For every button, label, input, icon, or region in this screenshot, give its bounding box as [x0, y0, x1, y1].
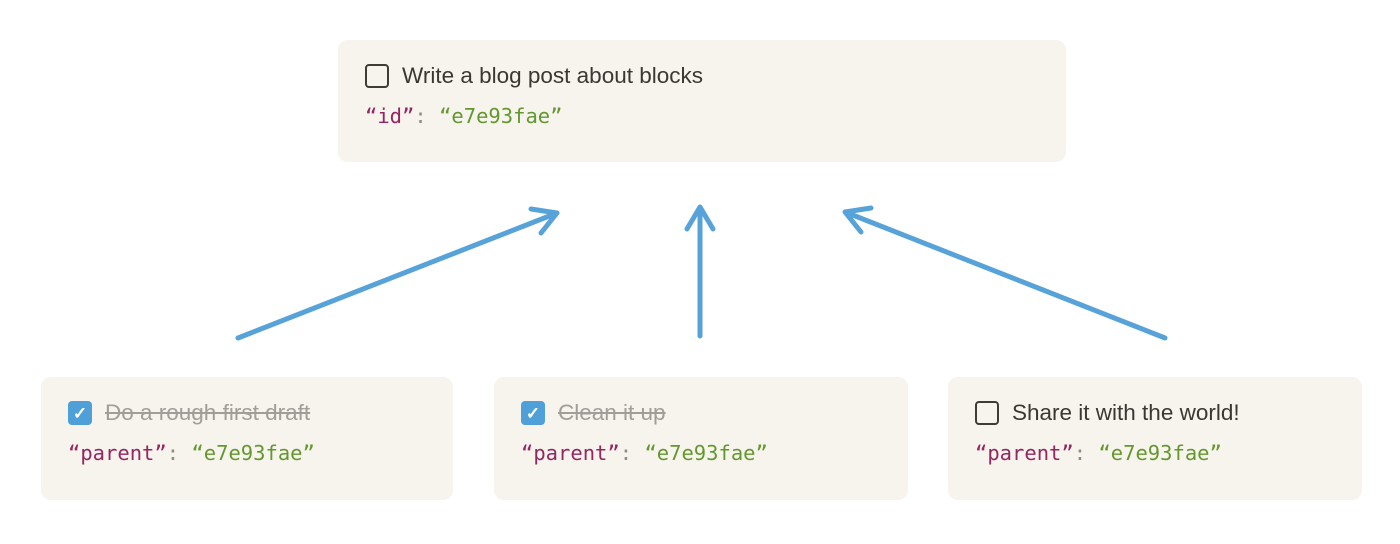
arrow-child2-to-parent — [684, 204, 716, 339]
checkbox-unchecked-icon[interactable] — [975, 401, 999, 425]
task-row: Share it with the world! — [975, 398, 1335, 428]
task-row: ✓ Do a rough first draft — [68, 398, 426, 428]
task-label: Clean it up — [558, 400, 666, 425]
code-value: “e7e93fae” — [1098, 441, 1222, 465]
block-code-line: “parent”: “e7e93fae” — [975, 441, 1335, 467]
code-separator: : — [619, 441, 645, 465]
code-key: “parent” — [521, 441, 620, 465]
task-card-parent: Write a blog post about blocks “id”: “e7… — [338, 40, 1066, 162]
checkbox-unchecked-icon[interactable] — [365, 64, 389, 88]
code-value: “e7e93fae” — [191, 441, 315, 465]
task-label: Do a rough first draft — [105, 400, 311, 425]
arrow-child3-to-parent — [842, 205, 1168, 341]
task-card-child-1: ✓ Do a rough first draft “parent”: “e7e9… — [41, 377, 453, 500]
block-code-line: “parent”: “e7e93fae” — [521, 441, 881, 467]
code-value: “e7e93fae” — [439, 104, 563, 128]
code-key: “parent” — [68, 441, 167, 465]
arrow-child1-to-parent — [235, 206, 560, 341]
code-separator: : — [414, 104, 440, 128]
task-label: Share it with the world! — [1012, 400, 1240, 425]
task-label: Write a blog post about blocks — [402, 63, 704, 88]
checkbox-checked-icon[interactable]: ✓ — [68, 401, 92, 425]
block-code-line: “parent”: “e7e93fae” — [68, 441, 426, 467]
code-separator: : — [1073, 441, 1099, 465]
task-row: Write a blog post about blocks — [365, 61, 1039, 91]
code-separator: : — [166, 441, 192, 465]
code-key: “id” — [365, 104, 415, 128]
block-code-line: “id”: “e7e93fae” — [365, 104, 1039, 130]
code-key: “parent” — [975, 441, 1074, 465]
checkbox-checked-icon[interactable]: ✓ — [521, 401, 545, 425]
task-row: ✓ Clean it up — [521, 398, 881, 428]
code-value: “e7e93fae” — [644, 441, 768, 465]
task-card-child-3: Share it with the world! “parent”: “e7e9… — [948, 377, 1362, 500]
task-card-child-2: ✓ Clean it up “parent”: “e7e93fae” — [494, 377, 908, 500]
